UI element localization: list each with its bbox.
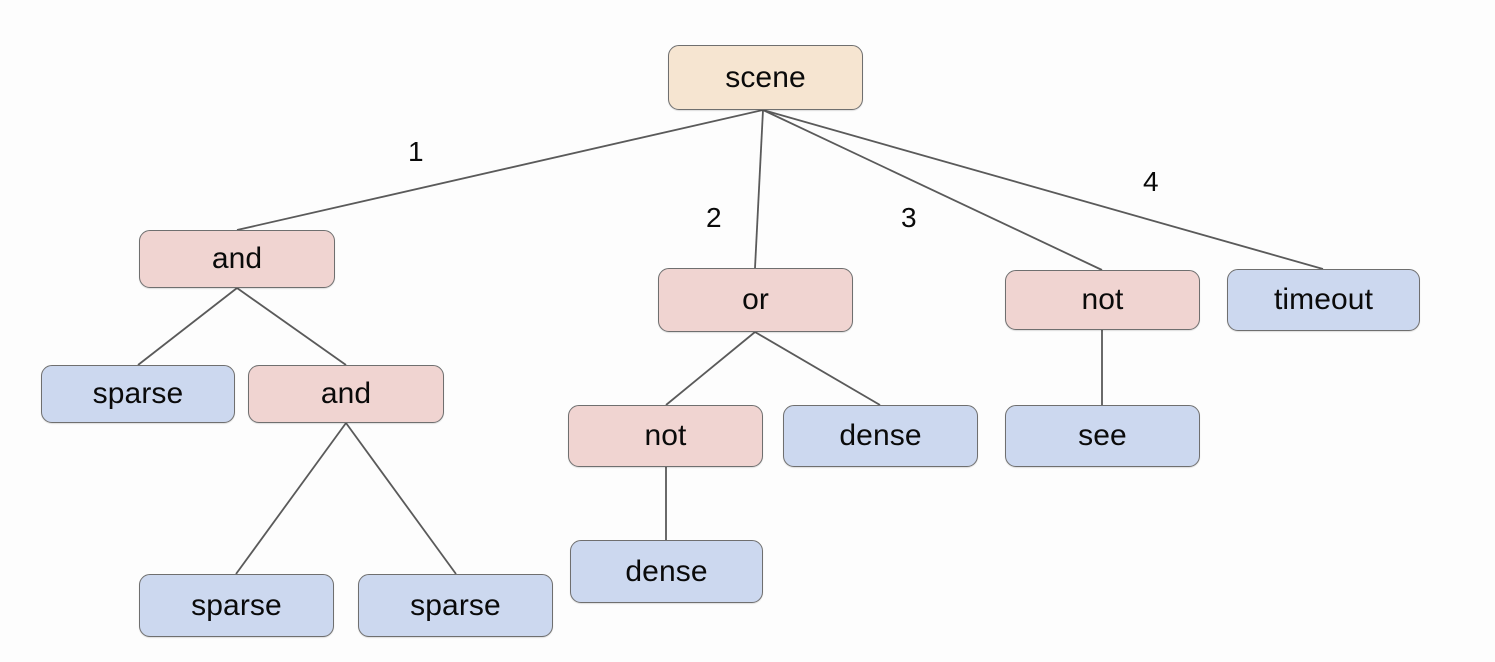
edge-label-2: 2	[706, 202, 722, 233]
tree-node-label: sparse	[92, 377, 184, 410]
tree-node-sparse3[interactable]: sparse	[358, 574, 553, 637]
tree-node-dense_m[interactable]: dense	[783, 405, 978, 467]
tree-node-and1[interactable]: and	[139, 230, 335, 288]
tree-node-label: scene	[725, 60, 806, 94]
edge-label-4: 4	[1143, 166, 1159, 197]
tree-node-label: see	[1078, 419, 1127, 452]
tree-edge	[754, 331, 881, 406]
edge-label-3: 3	[901, 202, 917, 233]
tree-node-label: timeout	[1273, 283, 1374, 316]
edge-label-1: 1	[408, 136, 424, 167]
tree-node-dense_b[interactable]: dense	[570, 540, 763, 603]
tree-edge	[665, 331, 756, 406]
tree-node-label: dense	[839, 419, 922, 452]
tree-node-label: or	[742, 283, 769, 316]
tree-edge	[754, 109, 764, 269]
tree-node-and2[interactable]: and	[248, 365, 444, 423]
tree-node-scene[interactable]: scene	[668, 45, 863, 110]
tree-edge	[762, 109, 1324, 270]
tree-node-or1[interactable]: or	[658, 268, 853, 332]
tree-edge	[236, 109, 764, 231]
tree-node-sparse2[interactable]: sparse	[139, 574, 334, 637]
tree-node-label: and	[211, 242, 263, 275]
tree-edge	[236, 287, 347, 366]
tree-node-not_r[interactable]: not	[1005, 270, 1200, 330]
tree-node-label: not	[1081, 283, 1124, 316]
tree-edge	[137, 287, 238, 366]
tree-node-not_m[interactable]: not	[568, 405, 763, 467]
tree-node-label: and	[320, 377, 372, 410]
tree-node-label: sparse	[410, 588, 501, 622]
tree-node-label: dense	[625, 554, 708, 588]
tree-edge	[235, 422, 347, 575]
tree-edge	[345, 422, 457, 575]
tree-node-label: sparse	[191, 588, 282, 622]
tree-node-timeout[interactable]: timeout	[1227, 269, 1420, 331]
tree-node-see[interactable]: see	[1005, 405, 1200, 467]
tree-node-sparse1[interactable]: sparse	[41, 365, 235, 423]
tree-node-label: not	[644, 419, 687, 452]
tree-edge	[762, 109, 1103, 271]
